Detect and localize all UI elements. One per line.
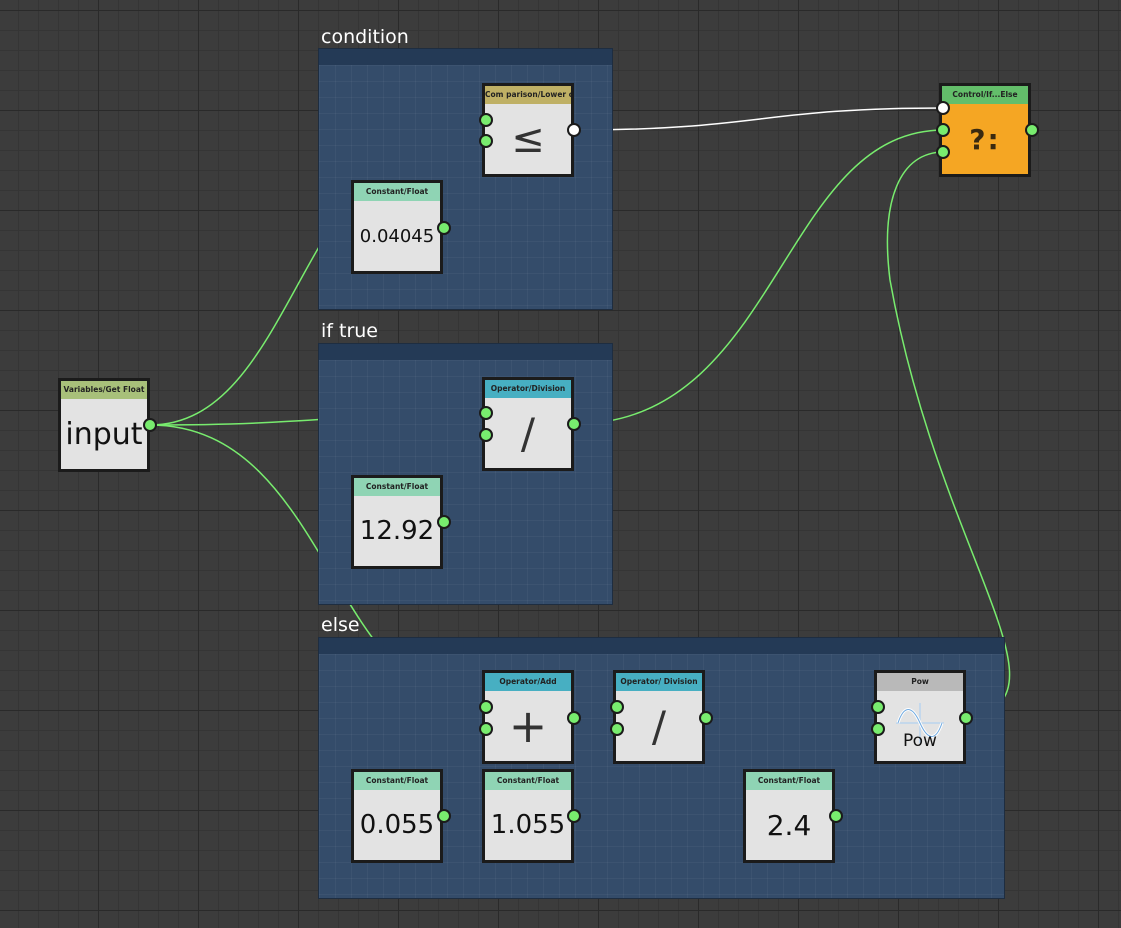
node-value: 0.055 xyxy=(359,810,435,840)
node-header: Operator/ Division xyxy=(616,673,702,691)
node-header: Com parison/Lower or ... xyxy=(485,86,571,104)
node-value: 12.92 xyxy=(359,516,435,546)
node-symbol: + xyxy=(508,699,548,753)
node-constant-0055[interactable]: Constant/Float 0.055 xyxy=(351,769,443,863)
input-port-a[interactable] xyxy=(479,113,493,127)
sine-wave-icon xyxy=(896,703,944,743)
node-header: Constant/Float xyxy=(354,183,440,201)
node-constant-1292[interactable]: Constant/Float 12.92 xyxy=(351,475,443,569)
output-port[interactable] xyxy=(437,809,451,823)
output-port[interactable] xyxy=(567,711,581,725)
input-port-a[interactable] xyxy=(479,700,493,714)
group-header-bar[interactable] xyxy=(319,638,1004,654)
node-comparison[interactable]: Com parison/Lower or ... ≤ xyxy=(482,83,574,177)
node-header: Operator/Add xyxy=(485,673,571,691)
node-header: Variables/Get Float xyxy=(61,381,147,399)
group-title-condition: condition xyxy=(321,26,409,48)
group-title-else: else xyxy=(321,614,360,636)
group-title-if-true: if true xyxy=(321,320,378,342)
output-port[interactable] xyxy=(699,711,713,725)
output-port[interactable] xyxy=(829,809,843,823)
node-body: Pow xyxy=(877,691,963,761)
output-port[interactable] xyxy=(567,809,581,823)
group-header-bar[interactable] xyxy=(319,344,612,360)
output-port[interactable] xyxy=(567,123,581,137)
input-port-a[interactable] xyxy=(871,700,885,714)
node-constant-threshold[interactable]: Constant/Float 0.04045 xyxy=(351,180,443,274)
node-label: Pow xyxy=(903,731,937,751)
node-header: Constant/Float xyxy=(485,772,571,790)
node-header: Constant/Float xyxy=(354,478,440,496)
input-port-a[interactable] xyxy=(610,700,624,714)
false-input-port[interactable] xyxy=(936,145,950,159)
output-port[interactable] xyxy=(437,515,451,529)
input-port-b[interactable] xyxy=(479,134,493,148)
input-port-b[interactable] xyxy=(610,722,624,736)
input-port-a[interactable] xyxy=(479,406,493,420)
group-header-bar[interactable] xyxy=(319,49,612,65)
node-symbol: ?: xyxy=(969,122,1001,156)
wire-division-to-ifelse xyxy=(573,129,945,425)
output-port[interactable] xyxy=(567,417,581,431)
true-input-port[interactable] xyxy=(936,123,950,137)
node-header: Control/If...Else xyxy=(942,86,1028,104)
node-constant-1055[interactable]: Constant/Float 1.055 xyxy=(482,769,574,863)
input-port-b[interactable] xyxy=(479,428,493,442)
node-symbol: / xyxy=(651,701,667,751)
node-add[interactable]: Operator/Add + xyxy=(482,670,574,764)
node-header: Constant/Float xyxy=(746,772,832,790)
node-if-else[interactable]: Control/If...Else ?: xyxy=(939,83,1031,177)
node-value: input xyxy=(65,416,143,452)
output-port[interactable] xyxy=(437,221,451,235)
output-port[interactable] xyxy=(1025,123,1039,137)
node-pow[interactable]: Pow Pow xyxy=(874,670,966,764)
input-port-b[interactable] xyxy=(871,722,885,736)
node-symbol: ≤ xyxy=(511,116,545,162)
node-value: 2.4 xyxy=(766,808,812,842)
wire-compare-to-ifelse xyxy=(573,107,945,131)
node-header: Operator/Division xyxy=(485,380,571,398)
node-header: Constant/Float xyxy=(354,772,440,790)
node-constant-24[interactable]: Constant/Float 2.4 xyxy=(743,769,835,863)
node-header: Pow xyxy=(877,673,963,691)
node-division-else[interactable]: Operator/ Division / xyxy=(613,670,705,764)
node-value: 0.04045 xyxy=(359,225,435,247)
node-division-true[interactable]: Operator/Division / xyxy=(482,377,574,471)
node-get-float-input[interactable]: Variables/Get Float input xyxy=(58,378,150,472)
wire-pow-to-ifelse xyxy=(886,151,1011,719)
node-value: 1.055 xyxy=(490,810,566,840)
condition-input-port[interactable] xyxy=(936,101,950,115)
node-symbol: / xyxy=(520,408,536,458)
output-port[interactable] xyxy=(959,711,973,725)
output-port[interactable] xyxy=(143,418,157,432)
input-port-b[interactable] xyxy=(479,722,493,736)
